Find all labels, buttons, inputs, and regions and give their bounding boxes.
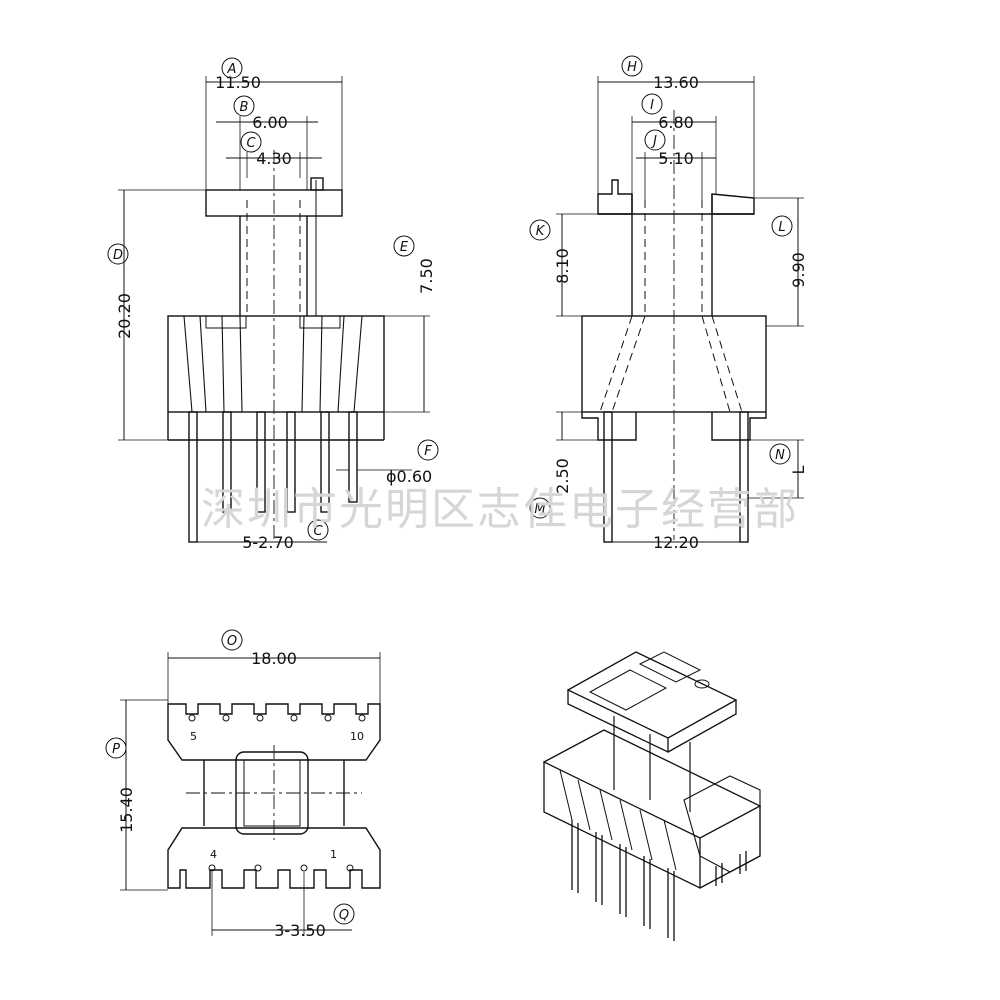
dim-pitch: 5-2.70 xyxy=(242,533,294,552)
side-view xyxy=(556,76,804,543)
circle-a: A xyxy=(227,62,237,77)
dim-l: 9.90 xyxy=(789,252,808,288)
dim-d: 20.20 xyxy=(115,293,134,339)
dim-q: 3-3.50 xyxy=(274,921,326,940)
circle-f: F xyxy=(424,444,432,459)
pin-number-1: 1 xyxy=(330,848,337,861)
front-view xyxy=(118,76,430,543)
dim-c: 4.30 xyxy=(256,149,292,168)
bottom-top-holes xyxy=(188,714,366,722)
dim-n: L xyxy=(789,465,808,474)
front-view-text: 11.50 6.00 4.30 20.20 7.50 ϕ0.60 5-2.70 xyxy=(115,73,436,552)
dim-o: 18.00 xyxy=(251,649,297,668)
dim-k: 8.10 xyxy=(553,248,572,284)
circle-p: P xyxy=(112,742,120,757)
watermark-text: 深圳市光明区志佳电子经营部 xyxy=(201,484,799,535)
side-base-block xyxy=(581,315,767,413)
front-base-block xyxy=(167,315,385,413)
circle-q: Q xyxy=(339,908,349,923)
circle-d: D xyxy=(113,248,123,263)
side-view-text: 13.60 6.80 5.10 8.10 9.90 2.50 L 12.20 xyxy=(553,73,808,552)
circle-h: H xyxy=(627,60,637,75)
bottom-view-circle-letters: O P Q xyxy=(112,634,349,923)
side-view-circles xyxy=(529,55,793,519)
dim-j: 5.10 xyxy=(658,149,694,168)
front-top-flange xyxy=(205,189,343,217)
isometric-view xyxy=(542,651,762,941)
pin-number-4: 4 xyxy=(210,848,217,861)
side-view-circle-letters: H I J K L N M xyxy=(534,60,785,517)
pin-number-5: 5 xyxy=(190,730,197,743)
dim-f: ϕ0.60 xyxy=(386,467,432,486)
circle-b: B xyxy=(240,100,249,115)
circle-n: N xyxy=(775,448,785,463)
bottom-view xyxy=(120,652,381,936)
dim-e: 7.50 xyxy=(417,258,436,294)
circle-c-pitch: C xyxy=(313,524,323,539)
bottom-bottom-comb xyxy=(167,827,381,889)
bottom-bottom-holes xyxy=(208,864,354,872)
dim-i: 6.80 xyxy=(658,113,694,132)
bottom-view-text: 18.00 15.40 3-3.50 5 10 4 1 xyxy=(117,649,364,940)
pin-number-10: 10 xyxy=(350,730,364,743)
dim-m: 2.50 xyxy=(553,458,572,494)
dim-a: 11.50 xyxy=(215,73,261,92)
circle-j: J xyxy=(650,134,657,149)
circle-o: O xyxy=(227,634,237,649)
circle-l: L xyxy=(778,220,785,235)
front-view-circle-letters: A B C D E F C xyxy=(113,62,432,539)
dim-h: 13.60 xyxy=(653,73,699,92)
dim-b: 6.00 xyxy=(252,113,288,132)
front-view-circles xyxy=(107,57,439,541)
circle-e: E xyxy=(400,240,409,255)
dim-p: 15.40 xyxy=(117,787,136,833)
bottom-view-circles xyxy=(105,629,355,925)
isometric-pins xyxy=(571,820,747,941)
circle-m: M xyxy=(534,502,545,517)
circle-k: K xyxy=(536,224,546,239)
circle-i: I xyxy=(650,98,654,113)
dim-side-width: 12.20 xyxy=(653,533,699,552)
circle-c: C xyxy=(246,136,256,151)
